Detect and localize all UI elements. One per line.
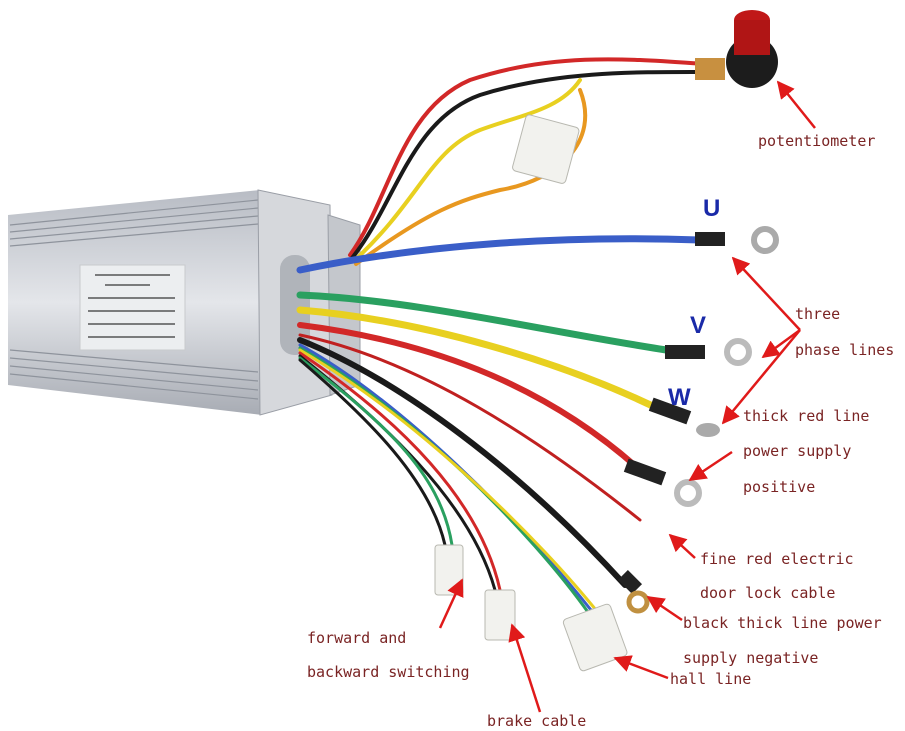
- throttle-wires: [348, 57, 722, 266]
- label-power-supply: power supply: [743, 442, 851, 460]
- motor-controller-box: [8, 189, 361, 416]
- brake-connector: [484, 589, 516, 641]
- phase-u-label: U: [703, 195, 720, 222]
- throttle-connector: [512, 114, 580, 184]
- label-potentiometer: potentiometer: [758, 132, 875, 150]
- label-fine-red-electric: fine red electric: [700, 550, 854, 568]
- label-three: three: [795, 305, 840, 323]
- phase-and-power-wires: [296, 226, 779, 672]
- phase-v-label: V: [690, 312, 706, 339]
- label-positive: positive: [743, 478, 815, 496]
- phase-w-label: W: [668, 384, 691, 411]
- spec-sticker: [79, 264, 186, 351]
- label-supply-negative: supply negative: [683, 649, 818, 667]
- label-hall-line: hall line: [670, 670, 751, 688]
- label-brake-cable: brake cable: [487, 712, 586, 730]
- potentiometer-part: [695, 10, 778, 88]
- label-forward-and: forward and: [307, 629, 406, 647]
- hall-connector: [562, 603, 628, 672]
- label-door-lock-cable: door lock cable: [700, 584, 835, 602]
- label-backward-switching: backward switching: [307, 663, 470, 681]
- label-phase-lines: phase lines: [795, 341, 894, 359]
- label-black-thick-line-power: black thick line power: [683, 614, 882, 632]
- callout-arrows: [438, 80, 816, 713]
- label-thick-red-line: thick red line: [743, 407, 869, 425]
